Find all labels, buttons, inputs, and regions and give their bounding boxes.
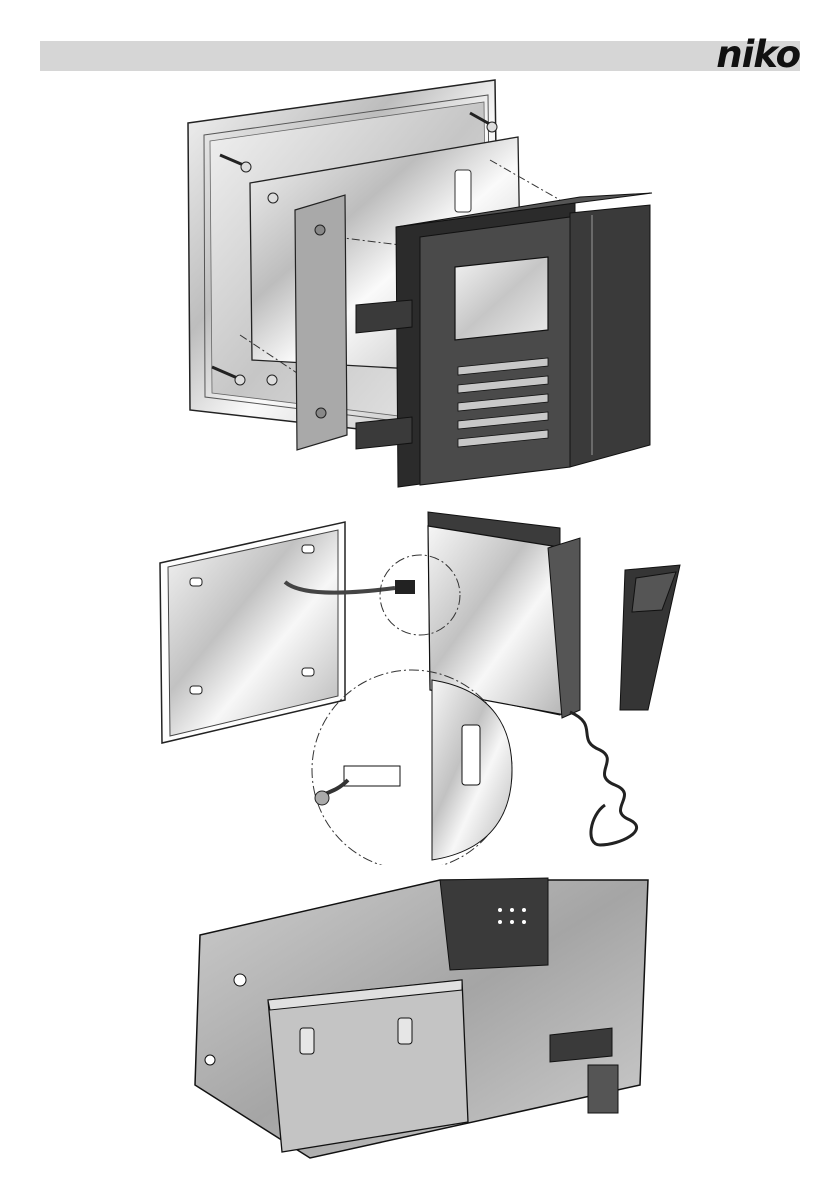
header-bar: niko <box>40 41 800 71</box>
coiled-cord <box>570 712 637 845</box>
figure-handset-connection <box>0 500 840 865</box>
connector-plug <box>344 766 400 786</box>
display-screen <box>455 257 548 340</box>
brand-logo: niko <box>716 35 800 75</box>
figure-rear-bracket <box>0 860 840 1180</box>
figure-wall-mount-exploded <box>0 75 840 500</box>
